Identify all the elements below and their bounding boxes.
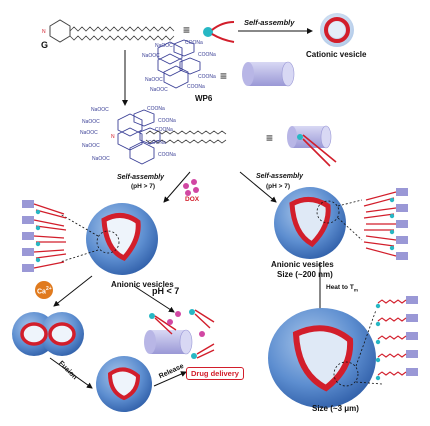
chem-label-6: COONa bbox=[198, 74, 216, 80]
chem-label-4: COONa bbox=[198, 52, 216, 58]
wp6-structure bbox=[157, 39, 201, 89]
chem-label-14: COONa bbox=[155, 127, 173, 133]
equivalence-sign-2: ≡ bbox=[220, 69, 227, 83]
released-components bbox=[144, 309, 215, 359]
svg-text:N: N bbox=[111, 134, 115, 140]
label-self-assembly-top: Self-assembly bbox=[244, 18, 295, 27]
aggregated-vesicles bbox=[12, 312, 84, 356]
chem-label-10: COONa bbox=[147, 106, 165, 112]
wp6-cylinder-icon bbox=[242, 61, 295, 87]
label-ca: Ca2+ bbox=[37, 286, 52, 296]
label-anionic-vesicles-right: Anionic vesicles bbox=[271, 260, 334, 269]
amphiphile-icon bbox=[203, 21, 235, 43]
chem-label-11: NaOOC bbox=[82, 119, 100, 125]
chem-label-1: NaOOC bbox=[155, 43, 173, 49]
label-self-assembly-right: Self-assembly bbox=[256, 173, 304, 180]
chem-label-18: NaOOC bbox=[92, 156, 110, 162]
chem-label-9: NaOOC bbox=[91, 107, 109, 113]
host-guest-complex: N bbox=[111, 109, 227, 165]
label-size-200: Size (~200 nm) bbox=[277, 270, 333, 279]
chem-label-2: COONa bbox=[185, 40, 203, 46]
chem-label-7: NaOOC bbox=[150, 87, 168, 93]
label-ph-right: (pH > 7) bbox=[266, 183, 291, 190]
chem-label-12: COONa bbox=[158, 118, 176, 124]
svg-text:N: N bbox=[42, 29, 46, 35]
chem-label-15: COONa bbox=[148, 140, 166, 146]
equivalence-sign-3: ≡ bbox=[266, 131, 273, 145]
guest-molecule: N bbox=[42, 19, 175, 43]
chem-label-16: NaOOC bbox=[82, 143, 100, 149]
label-dox: DOX bbox=[185, 196, 200, 203]
label-size-3um: Size (~3 μm) bbox=[312, 404, 359, 413]
label-ph-left: (pH > 7) bbox=[131, 183, 156, 190]
equivalence-sign-1: ≡ bbox=[183, 23, 190, 37]
fused-vesicle bbox=[96, 356, 152, 412]
chem-label-13: NaOOC bbox=[80, 130, 98, 136]
label-wp6: WP6 bbox=[195, 94, 213, 103]
membrane-zoom-large bbox=[355, 296, 418, 385]
calcium-ion-icon bbox=[35, 281, 53, 299]
cationic-vesicle-icon bbox=[320, 13, 354, 47]
label-ph-lt7: pH < 7 bbox=[152, 286, 180, 296]
label-heat: Heat to Tm bbox=[326, 284, 358, 293]
membrane-zoom-left bbox=[22, 200, 99, 272]
anionic-vesicle-right bbox=[274, 187, 346, 259]
dox-molecules bbox=[183, 179, 199, 196]
label-cationic-vesicle: Cationic vesicle bbox=[306, 50, 367, 59]
complex-cylinder-icon bbox=[287, 125, 337, 167]
label-g: G bbox=[41, 40, 49, 50]
chem-label-8: COONa bbox=[187, 84, 205, 90]
large-vesicle bbox=[268, 308, 376, 408]
anionic-vesicle-left bbox=[86, 203, 158, 275]
chem-label-3: NaOOC bbox=[142, 53, 160, 59]
drug-delivery-box: Drug delivery bbox=[186, 367, 244, 380]
label-self-assembly-left: Self-assembly bbox=[117, 174, 165, 181]
chem-label-17: COONa bbox=[158, 152, 176, 158]
membrane-zoom-right bbox=[337, 188, 408, 260]
chem-label-5: NaOOC bbox=[145, 77, 163, 83]
label-anionic-vesicles-left: Anionic vesicles bbox=[111, 280, 174, 289]
